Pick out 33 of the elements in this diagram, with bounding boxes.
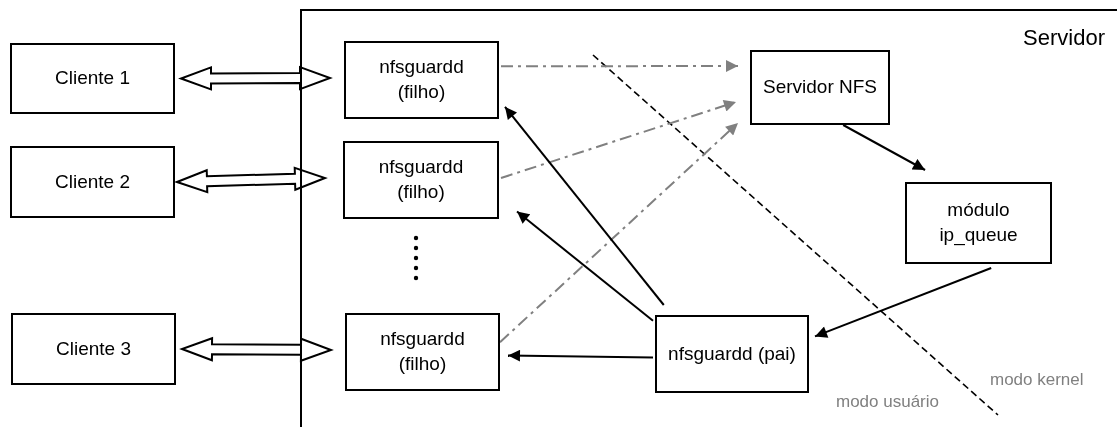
process-box [905,182,1052,264]
arrow [504,105,665,306]
arrow [814,267,993,338]
arrow [179,336,334,363]
process-box [11,313,176,385]
box-label: módulo ip_queue [938,198,1019,248]
arrow [507,349,654,362]
process-box [750,50,890,125]
box-label: Cliente 3 [56,336,131,361]
arrow [499,122,739,344]
process-box [10,146,175,218]
process-box [655,315,809,393]
mode-label: modo usuário [836,392,939,412]
arrow [500,60,739,72]
arrow [174,166,328,194]
box-label: nfsguardd (filho) [377,155,465,204]
box-label: Cliente 1 [55,66,130,91]
arrow [516,210,654,322]
box-label: Servidor NFS [763,75,877,100]
arrow [842,124,927,171]
process-box [345,313,500,391]
arrow [178,65,333,91]
box-label: nfsguardd (pai) [668,341,796,366]
box-label: Cliente 2 [55,169,130,194]
mode-label: modo kernel [990,370,1084,390]
arrow [500,100,737,179]
process-box [344,41,499,119]
server-region [300,9,1117,427]
box-label: nfsguardd (filho) [379,327,466,376]
process-box [10,43,175,114]
process-box [343,141,499,219]
region-title: Servidor [1023,25,1105,51]
box-label: nfsguardd (filho) [378,55,465,104]
